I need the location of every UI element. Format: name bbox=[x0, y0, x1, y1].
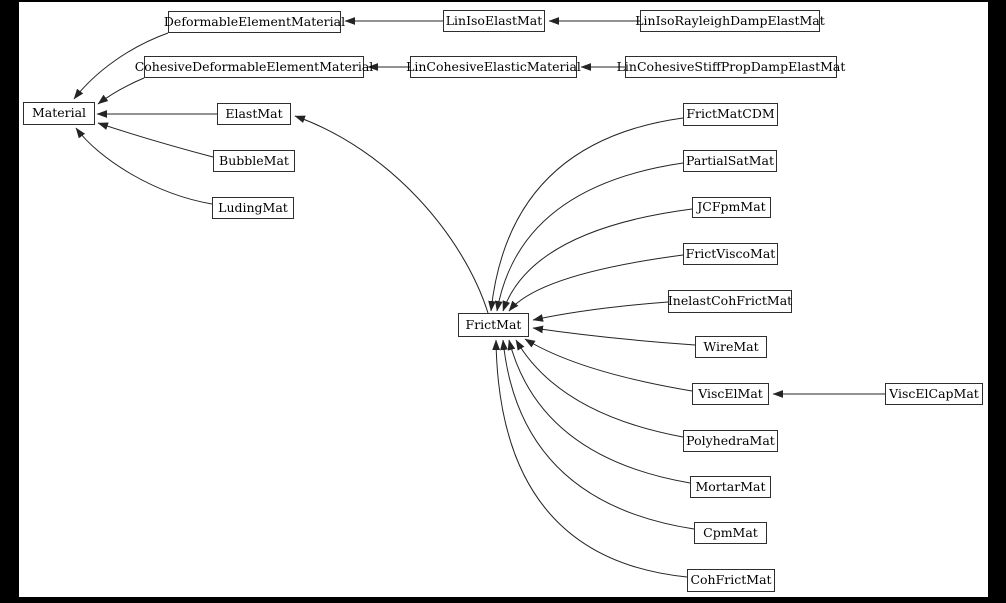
class-label-cpmmat: CpmMat bbox=[703, 524, 758, 540]
class-label-mortarmat: MortarMat bbox=[695, 478, 766, 494]
class-label-linisoelastmat: LinIsoElastMat bbox=[445, 12, 543, 28]
class-label-material: Material bbox=[31, 105, 87, 121]
edge-cohdeformable-to-material bbox=[97, 77, 145, 105]
class-box-cpmmat[interactable]: CpmMat bbox=[694, 522, 767, 544]
class-box-bubblemat[interactable]: BubbleMat bbox=[213, 150, 295, 172]
class-box-mortarmat[interactable]: MortarMat bbox=[690, 476, 771, 498]
edge-cohfrict-to-frictmat bbox=[492, 339, 688, 578]
class-box-viscelmat[interactable]: ViscElMat bbox=[692, 383, 769, 405]
class-label-polyhedramat: PolyhedraMat bbox=[686, 432, 775, 448]
class-label-ludingmat: LudingMat bbox=[218, 199, 288, 215]
class-box-lincohesiveelasticmaterial[interactable]: LinCohesiveElasticMaterial bbox=[406, 56, 581, 78]
class-label-wiremat: WireMat bbox=[703, 338, 759, 354]
class-box-elastmat[interactable]: ElastMat bbox=[217, 103, 291, 125]
class-label-partialsatmat: PartialSatMat bbox=[685, 152, 775, 168]
class-label-frictviscomat: FrictViscoMat bbox=[685, 245, 776, 261]
class-label-cohesive-deformable-element-material: CohesiveDeformableElementMaterial bbox=[134, 58, 374, 74]
class-box-partialsatmat[interactable]: PartialSatMat bbox=[683, 150, 777, 172]
class-box-frictviscomat[interactable]: FrictViscoMat bbox=[683, 243, 778, 265]
class-box-linisorayleighdampelastmat[interactable]: LinIsoRayleighDampElastMat bbox=[635, 10, 825, 32]
class-box-lincohesivestiffpropdampelastmat[interactable]: LinCohesiveStiffPropDampElastMat bbox=[617, 56, 845, 78]
class-box-jcfpmmat[interactable]: JCFpmMat bbox=[692, 197, 771, 218]
class-box-cohesive-deformable-element-material[interactable]: CohesiveDeformableElementMaterial bbox=[135, 56, 373, 78]
diagram-canvas: Material DeformableElementMaterial Cohes… bbox=[19, 2, 988, 597]
edge-bubblemat-to-material bbox=[97, 122, 214, 158]
class-label-viscelmat: ViscElMat bbox=[698, 385, 763, 401]
edge-cpm-to-frictmat bbox=[500, 339, 695, 530]
edge-deformable-to-material bbox=[73, 32, 169, 100]
class-label-elastmat: ElastMat bbox=[225, 105, 283, 121]
edge-jcfpm-to-frictmat bbox=[502, 208, 693, 312]
edge-ludingmat-to-material bbox=[75, 127, 213, 205]
class-box-deformable-element-material[interactable]: DeformableElementMaterial bbox=[164, 11, 345, 33]
class-label-frictmatcdm: FrictMatCDM bbox=[686, 106, 775, 122]
edge-polyhedra-to-frictmat bbox=[515, 339, 684, 438]
edge-mortar-to-frictmat bbox=[507, 339, 691, 484]
class-label-linisorayleighdampelastmat: LinIsoRayleighDampElastMat bbox=[635, 12, 825, 28]
edge-viscel-to-frictmat bbox=[524, 338, 693, 392]
edge-frictvisco-to-frictmat bbox=[508, 254, 684, 312]
class-box-ludingmat[interactable]: LudingMat bbox=[212, 197, 294, 219]
class-box-viscelcapmat[interactable]: ViscElCapMat bbox=[885, 383, 983, 405]
edge-inelastcoh-to-frictmat bbox=[532, 301, 669, 322]
class-label-lincohesiveelasticmaterial: LinCohesiveElasticMaterial bbox=[406, 58, 581, 74]
class-box-wiremat[interactable]: WireMat bbox=[695, 336, 767, 358]
class-label-viscelcapmat: ViscElCapMat bbox=[889, 385, 979, 401]
class-box-material[interactable]: Material bbox=[23, 102, 95, 125]
edge-frictmat-to-elastmat bbox=[294, 115, 489, 314]
class-label-frictmat: FrictMat bbox=[465, 316, 522, 332]
class-box-inelastcohfrictmat[interactable]: InelastCohFrictMat bbox=[668, 290, 792, 313]
class-box-frictmatcdm[interactable]: FrictMatCDM bbox=[683, 103, 778, 126]
class-label-lincohesivestiffpropdampelastmat: LinCohesiveStiffPropDampElastMat bbox=[616, 58, 846, 74]
class-label-bubblemat: BubbleMat bbox=[219, 152, 289, 168]
class-label-deformable-element-material: DeformableElementMaterial bbox=[163, 13, 346, 29]
edge-frictmatcdm-to-frictmat bbox=[488, 117, 684, 312]
class-box-frictmat[interactable]: FrictMat bbox=[458, 313, 529, 337]
class-box-polyhedramat[interactable]: PolyhedraMat bbox=[683, 430, 778, 452]
class-label-inelastcohfrictmat: InelastCohFrictMat bbox=[667, 293, 793, 309]
class-label-cohfrictmat: CohFrictMat bbox=[690, 572, 772, 588]
inheritance-edges bbox=[73, 17, 885, 578]
edge-partialsat-to-frictmat bbox=[494, 162, 684, 312]
class-box-linisoelastmat[interactable]: LinIsoElastMat bbox=[443, 10, 545, 32]
edge-wiremat-to-frictmat bbox=[532, 325, 696, 346]
class-box-cohfrictmat[interactable]: CohFrictMat bbox=[687, 569, 775, 592]
class-label-jcfpmmat: JCFpmMat bbox=[697, 199, 766, 215]
